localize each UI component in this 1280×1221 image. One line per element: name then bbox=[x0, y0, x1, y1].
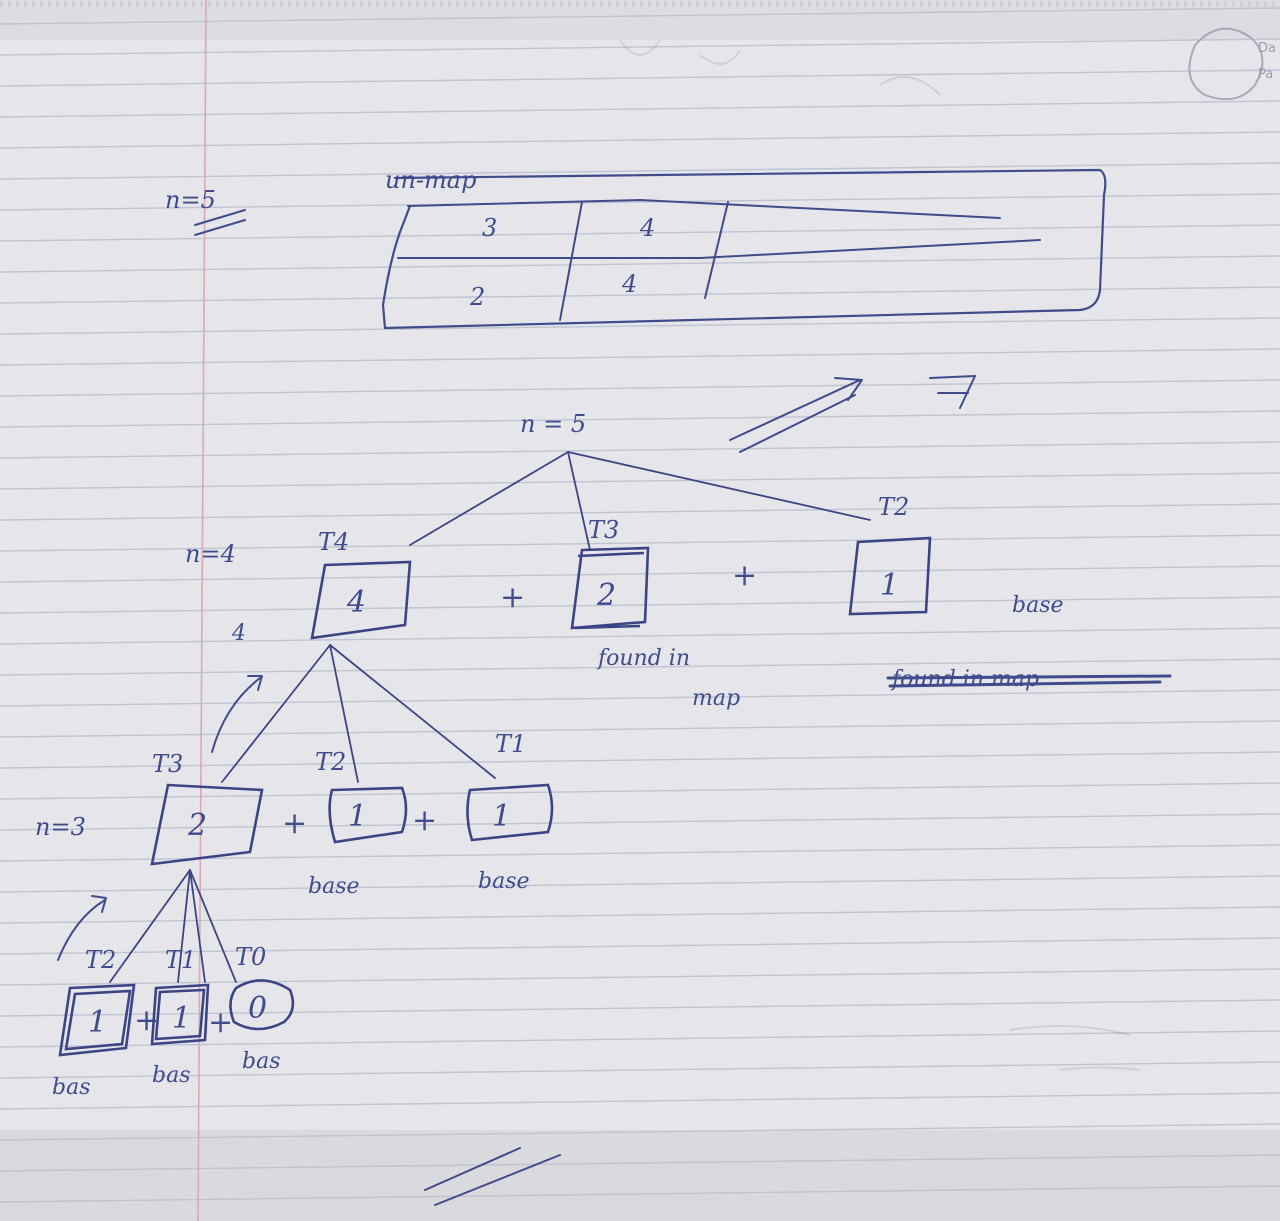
ruled-line bbox=[0, 720, 1280, 738]
ruled-line bbox=[0, 1123, 1280, 1141]
level1-plus-2: + bbox=[732, 558, 757, 593]
ruled-line bbox=[0, 596, 1280, 614]
level1-mid-value: 2 bbox=[596, 578, 616, 613]
map-table: un-map 3 4 2 4 bbox=[381, 166, 1107, 330]
level1-side-note: 4 bbox=[231, 621, 246, 646]
level1-struck-note: found in map bbox=[890, 667, 1039, 692]
level3-note-2: bas bbox=[152, 1063, 191, 1088]
ruled-line bbox=[0, 658, 1280, 676]
ruled-line bbox=[0, 286, 1280, 304]
ruled-line bbox=[0, 38, 1280, 56]
level3-t2-tag: T2 bbox=[85, 946, 116, 974]
ruled-line bbox=[0, 100, 1280, 118]
level2-right-value: 1 bbox=[492, 799, 511, 834]
ruled-line bbox=[0, 131, 1280, 149]
ruled-line bbox=[0, 410, 1280, 428]
level1-mid-note-1: found in bbox=[596, 646, 690, 671]
ruled-line bbox=[0, 565, 1280, 583]
level1-left-value: 4 bbox=[346, 585, 366, 620]
level2-n-label: n=3 bbox=[35, 813, 86, 841]
ruled-line bbox=[0, 1030, 1280, 1048]
ruled-line bbox=[0, 813, 1280, 831]
root-label: n = 5 bbox=[520, 410, 586, 438]
box-level2-t3 bbox=[150, 783, 264, 866]
ruled-line bbox=[0, 999, 1280, 1017]
level1-plus-1: + bbox=[500, 580, 525, 615]
logo-text-2: Pa bbox=[1258, 67, 1273, 82]
ruled-line bbox=[0, 348, 1280, 366]
ruled-line bbox=[0, 7, 1280, 25]
ruled-line bbox=[0, 379, 1280, 397]
map-row2-value: 4 bbox=[621, 270, 637, 298]
ruled-line bbox=[0, 782, 1280, 800]
level3-t0-value: 0 bbox=[248, 991, 267, 1026]
level3-t0-tag: T0 bbox=[235, 943, 266, 971]
box-level2-t1 bbox=[466, 783, 554, 842]
level2-plus-1: + bbox=[282, 806, 307, 841]
ruled-line bbox=[0, 937, 1280, 955]
level1-mid-note-2: map bbox=[692, 686, 740, 711]
level3-note-3: bas bbox=[242, 1049, 281, 1074]
ruled-line bbox=[0, 906, 1280, 924]
map-row1-value: 4 bbox=[639, 214, 655, 242]
logo-text-1: Da bbox=[1258, 41, 1276, 56]
level1-right-tag: T2 bbox=[878, 493, 909, 521]
ruled-line bbox=[0, 317, 1280, 335]
header-n-label: n=5 bbox=[165, 186, 216, 214]
level1-right-note: base bbox=[1012, 593, 1064, 618]
ruled-line bbox=[0, 689, 1280, 707]
level2-mid-tag: T2 bbox=[315, 748, 346, 776]
ruled-line bbox=[0, 255, 1280, 273]
ruled-line bbox=[0, 1154, 1280, 1172]
level1-right-value: 1 bbox=[880, 568, 899, 603]
level2-mid-note: base bbox=[308, 874, 360, 899]
ruled-lines bbox=[0, 7, 1280, 1203]
level1-n-label: n=4 bbox=[185, 540, 236, 568]
notebook-logo: Da Pa bbox=[1188, 27, 1276, 101]
box-t4 bbox=[310, 560, 412, 640]
ruled-line bbox=[0, 534, 1280, 552]
ruled-line bbox=[0, 627, 1280, 645]
ruled-line bbox=[0, 503, 1280, 521]
level2-plus-2: + bbox=[412, 803, 437, 838]
ruled-line bbox=[0, 1185, 1280, 1203]
level2-left-tag: T3 bbox=[152, 750, 183, 778]
box-t3 bbox=[570, 546, 650, 630]
ruled-line bbox=[0, 224, 1280, 242]
level2-right-tag: T1 bbox=[495, 730, 526, 758]
level3-t1-value: 1 bbox=[172, 1001, 191, 1036]
ruled-line bbox=[0, 1092, 1280, 1110]
ruled-line bbox=[0, 69, 1280, 87]
level2-right-note: base bbox=[478, 869, 530, 894]
ruled-line bbox=[0, 441, 1280, 459]
level3-note-1: bas bbox=[52, 1075, 91, 1100]
level2-left-value: 2 bbox=[187, 808, 207, 843]
level3-t2-value: 1 bbox=[88, 1005, 107, 1040]
ruled-line bbox=[0, 1061, 1280, 1079]
box-t2 bbox=[848, 536, 932, 616]
level3-plus-2: + bbox=[208, 1005, 233, 1040]
box-level3-t1 bbox=[150, 983, 210, 1046]
ruled-line bbox=[0, 751, 1280, 769]
map-row2-key: 2 bbox=[469, 283, 485, 311]
level1-mid-tag: T3 bbox=[588, 516, 619, 544]
map-row1-key: 3 bbox=[482, 214, 497, 242]
level1-left-tag: T4 bbox=[318, 528, 349, 556]
level3-t1-tag: T1 bbox=[165, 946, 196, 974]
map-title: un-map bbox=[385, 166, 476, 194]
ruled-line bbox=[0, 472, 1280, 490]
level2-mid-value: 1 bbox=[348, 799, 367, 834]
box-level3-t2 bbox=[58, 983, 136, 1057]
ruled-line bbox=[0, 875, 1280, 893]
ruled-line bbox=[0, 162, 1280, 180]
box-level2-t2 bbox=[328, 786, 408, 844]
ruled-line bbox=[0, 968, 1280, 986]
margin-line bbox=[197, 0, 207, 1221]
ruled-line bbox=[0, 193, 1280, 211]
ruled-line bbox=[0, 844, 1280, 862]
box-level3-t0 bbox=[229, 979, 295, 1031]
